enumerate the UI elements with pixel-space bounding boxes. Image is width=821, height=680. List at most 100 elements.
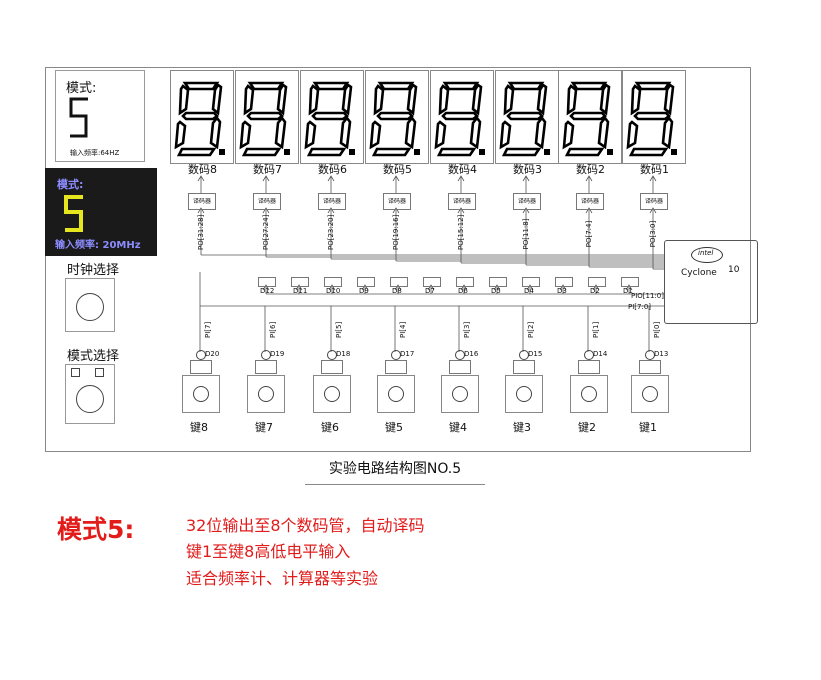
led-arrow xyxy=(394,284,402,291)
key-led xyxy=(327,350,337,360)
key-led xyxy=(391,350,401,360)
segment xyxy=(174,120,187,150)
decimal-point xyxy=(607,149,613,155)
key-knob[interactable] xyxy=(388,386,404,402)
segment xyxy=(304,120,317,150)
led-D4 xyxy=(522,277,540,287)
segment xyxy=(441,111,479,121)
segment xyxy=(499,120,512,150)
mode-select-knob[interactable] xyxy=(76,385,104,413)
pi-label: PI[3] xyxy=(463,321,471,338)
segment xyxy=(311,111,349,121)
key-led-label: D19 xyxy=(270,350,285,358)
seven-segment-digit-6 xyxy=(300,70,364,164)
led-D9 xyxy=(357,277,375,287)
segment xyxy=(371,147,412,157)
segment xyxy=(306,147,347,157)
po-label: PO[3:0] xyxy=(649,220,657,248)
key-button-6[interactable] xyxy=(313,375,351,413)
segment xyxy=(506,111,544,121)
key-knob[interactable] xyxy=(581,386,597,402)
pi-label: PI[1] xyxy=(592,321,600,338)
segment xyxy=(562,120,575,150)
clock-select-knob[interactable] xyxy=(76,293,104,321)
segment xyxy=(536,83,548,116)
key-knob[interactable] xyxy=(452,386,468,402)
key-knob[interactable] xyxy=(642,386,658,402)
segment xyxy=(663,83,675,116)
decoder-box: 译码器 xyxy=(318,193,346,210)
pi-label: PI[5] xyxy=(335,321,343,338)
led-arrow xyxy=(493,284,501,291)
chip-name: Cyclone xyxy=(681,268,717,278)
key-button-1[interactable] xyxy=(631,375,669,413)
segment xyxy=(308,84,320,116)
led-D10 xyxy=(324,277,342,287)
key-button-7[interactable] xyxy=(247,375,285,413)
seven-segment-digit-4 xyxy=(430,70,494,164)
segment xyxy=(438,84,450,116)
key-button-4[interactable] xyxy=(441,375,479,413)
segment xyxy=(570,81,608,91)
key-led-label: D18 xyxy=(336,350,351,358)
seven-segment-digit-2 xyxy=(558,70,622,164)
segment xyxy=(182,81,220,91)
clock-select-label: 时钟选择 xyxy=(67,263,120,278)
key-switch-symbol xyxy=(639,360,661,374)
mode-select-pin-left xyxy=(71,368,80,377)
led-D5 xyxy=(489,277,507,287)
led-D12 xyxy=(258,277,276,287)
key-led-label: D13 xyxy=(654,350,669,358)
segment xyxy=(634,81,672,91)
segment xyxy=(469,115,482,150)
seven-segment-digit-8 xyxy=(170,70,234,164)
clock-select-button[interactable] xyxy=(65,278,115,332)
segment xyxy=(633,111,671,121)
key-led-label: D17 xyxy=(400,350,415,358)
led-label: D4 xyxy=(524,287,534,295)
segment xyxy=(243,84,255,116)
key-led xyxy=(455,350,465,360)
led-arrow xyxy=(361,284,369,291)
digit-label-1: 数码1 xyxy=(640,163,669,176)
pi-label: PI[0] xyxy=(653,321,661,338)
mode-box: 模式: 输入频率:64HZ xyxy=(55,70,145,162)
decimal-point xyxy=(414,149,420,155)
mode-select-button[interactable] xyxy=(65,364,115,424)
decoder-box: 译码器 xyxy=(253,193,281,210)
segment xyxy=(566,84,578,116)
segment xyxy=(661,115,674,150)
segment xyxy=(239,120,252,150)
led-D7 xyxy=(423,277,441,287)
led-label: D9 xyxy=(359,287,369,295)
led-label: D1 xyxy=(623,287,633,295)
key-button-2[interactable] xyxy=(570,375,608,413)
segment xyxy=(569,111,607,121)
led-D2 xyxy=(588,277,606,287)
key-knob[interactable] xyxy=(193,386,209,402)
decimal-point xyxy=(544,149,550,155)
key-button-5[interactable] xyxy=(377,375,415,413)
segment xyxy=(274,115,287,150)
key-label-3: 键3 xyxy=(513,421,531,434)
key-led-label: D20 xyxy=(205,350,220,358)
key-knob[interactable] xyxy=(258,386,274,402)
segment xyxy=(376,111,414,121)
led-D3 xyxy=(555,277,573,287)
key-label-6: 键6 xyxy=(321,421,339,434)
key-knob[interactable] xyxy=(516,386,532,402)
key-button-3[interactable] xyxy=(505,375,543,413)
key-knob[interactable] xyxy=(324,386,340,402)
segment xyxy=(341,83,353,116)
segment xyxy=(209,115,222,150)
diagram-caption: 实验电路结构图NO.5 xyxy=(305,458,485,485)
decoder-box: 译码器 xyxy=(448,193,476,210)
segment xyxy=(442,81,480,91)
digit-label-6: 数码6 xyxy=(318,163,347,176)
key-button-8[interactable] xyxy=(182,375,220,413)
segment xyxy=(503,84,515,116)
key-led xyxy=(584,350,594,360)
led-arrow xyxy=(526,284,534,291)
decoder-box: 译码器 xyxy=(513,193,541,210)
digit-label-8: 数码8 xyxy=(188,163,217,176)
